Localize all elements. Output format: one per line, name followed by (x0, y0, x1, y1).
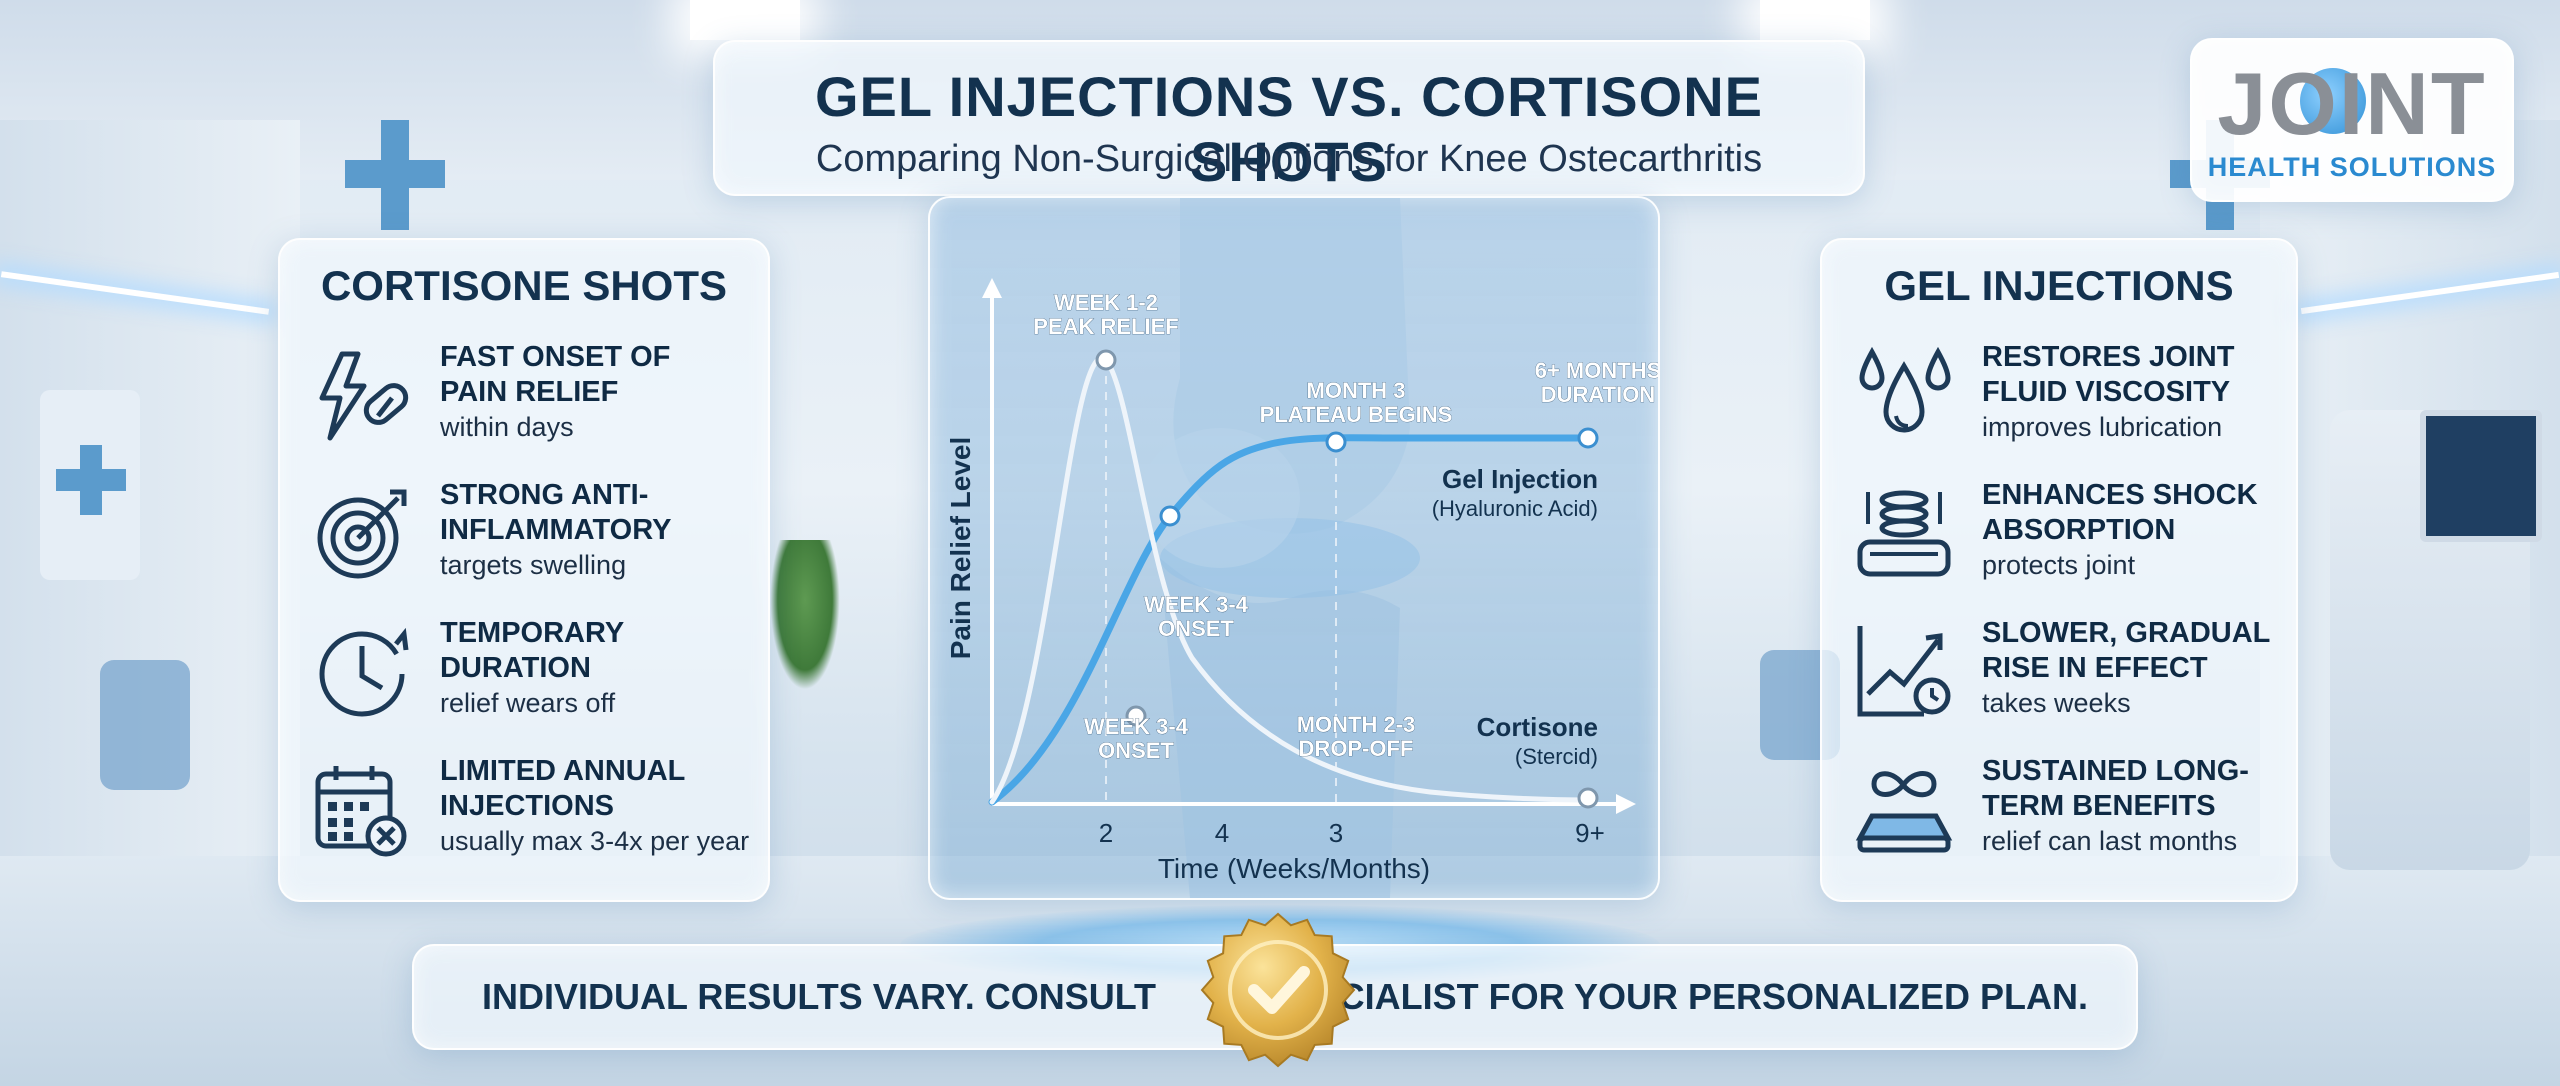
data-point (1159, 505, 1181, 527)
feature-detail: usually max 3-4x per year (440, 826, 750, 856)
feature-heading: TEMPORARY DURATION (440, 617, 625, 684)
data-point (1325, 431, 1347, 453)
gel-feature-gradual: SLOWER, GRADUAL RISE IN EFFECT takes wee… (1854, 616, 2294, 736)
data-point (1125, 705, 1147, 727)
feature-heading: RESTORES JOINT FLUID VISCOSITY (1982, 341, 2235, 408)
feature-detail: relief wears off (440, 688, 616, 718)
gel-feature-shock: ENHANCES SHOCK ABSORPTION protects joint (1854, 478, 2294, 598)
data-point (1577, 787, 1599, 809)
cushion-stack-icon (1857, 490, 1951, 577)
background-plant (770, 540, 840, 690)
x-tick-label: 2 (1099, 818, 1113, 848)
calendar-x-icon (315, 766, 407, 857)
feature-detail: takes weeks (1982, 688, 2131, 718)
page-subtitle: Comparing Non-Surgical Options for Knee … (815, 138, 1763, 180)
data-point (1577, 427, 1599, 449)
brand-logo: JOINT HEALTH SOLUTIONS (2190, 38, 2514, 202)
gel-injection-line (988, 434, 1592, 806)
lightning-pill-icon (319, 351, 409, 441)
wall-cross-sign (40, 390, 140, 580)
feature-detail: relief can last months (1982, 826, 2238, 856)
disclaimer-text-left: INDIVIDUAL RESULTS VARY. CONSULT (482, 976, 1157, 1017)
x-tick-label: 4 (1215, 818, 1229, 848)
clock-icon (319, 627, 409, 717)
cortisone-panel: CORTISONE SHOTS FAST ONSET OF PAIN RELIE… (278, 238, 770, 902)
cortisone-feature-fast-onset: FAST ONSET OF PAIN RELIEF within days (312, 340, 752, 460)
cortisone-feature-temporary: TEMPORARY DURATION relief wears off (312, 616, 752, 736)
feature-detail: protects joint (1982, 550, 2136, 580)
feature-heading: SLOWER, GRADUAL RISE IN EFFECT (1982, 617, 2271, 684)
series-sub-label: (Hyaluronic Acid) (1432, 496, 1598, 521)
y-axis-label: Pain Relief Level (945, 437, 976, 660)
feature-heading: STRONG ANTI- INFLAMMATORY (440, 479, 672, 546)
cortisone-panel-title: CORTISONE SHOTS (320, 262, 728, 309)
feature-detail: targets swelling (440, 550, 627, 580)
knee-xray-illustration (1140, 198, 1420, 898)
feature-detail: within days (440, 412, 574, 442)
logo-tagline: HEALTH SOLUTIONS (2207, 152, 2497, 182)
page-title: GEL INJECTIONS VS. CORTISONE SHOTS (814, 65, 1763, 193)
droplets-icon (1859, 346, 1951, 433)
ceiling-light (1760, 0, 1870, 40)
x-axis-label: Time (Weeks/Months) (1158, 853, 1430, 884)
feature-heading: FAST ONSET OF PAIN RELIEF (440, 341, 671, 408)
x-tick-label: 9+ (1575, 818, 1605, 848)
title-banner: GEL INJECTIONS VS. CORTISONE SHOTS Compa… (713, 40, 1865, 196)
target-icon (317, 489, 407, 579)
chart-points (1095, 349, 1599, 809)
series-name-label: Gel Injection (1442, 464, 1598, 494)
gel-feature-sustained: SUSTAINED LONG- TERM BENEFITS relief can… (1854, 754, 2294, 874)
infinity-cushion-icon (1855, 771, 1953, 853)
waiting-chair (100, 660, 190, 790)
wall-cross-sign (345, 120, 445, 230)
feature-heading: ENHANCES SHOCK ABSORPTION (1982, 479, 2258, 546)
gel-panel: GEL INJECTIONS RESTORES JOINT FLUID VISC… (1820, 238, 2298, 902)
disclaimer-text-right: A SPECIALIST FOR YOUR PERSONALIZED PLAN. (1231, 976, 2088, 1017)
logo-wordmark: JOINT (2217, 54, 2487, 153)
approval-seal-icon (1200, 912, 1356, 1068)
medical-monitor (2420, 410, 2542, 542)
x-tick-label: 3 (1329, 818, 1343, 848)
feature-heading: LIMITED ANNUAL INJECTIONS (440, 755, 686, 822)
knee-logo-icon (2300, 68, 2366, 134)
data-point (1095, 349, 1117, 371)
chart-guides (1105, 360, 1337, 804)
ceiling-light (690, 0, 800, 40)
gel-feature-viscosity: RESTORES JOINT FLUID VISCOSITY improves … (1854, 340, 2294, 460)
chart-axes (982, 278, 1636, 814)
feature-detail: improves lubrication (1982, 412, 2223, 442)
rising-chart-timer-icon (1857, 626, 1951, 717)
cortisone-feature-limited: LIMITED ANNUAL INJECTIONS usually max 3-… (312, 754, 752, 874)
cortisone-feature-anti-inflammatory: STRONG ANTI- INFLAMMATORY targets swelli… (312, 478, 752, 598)
cortisone-line (989, 355, 1591, 805)
gel-panel-title: GEL INJECTIONS (1884, 262, 2234, 309)
chart-series (988, 355, 1592, 806)
series-sub-label: (Stercid) (1515, 744, 1598, 769)
series-name-label: Cortisone (1477, 712, 1598, 742)
feature-heading: SUSTAINED LONG- TERM BENEFITS (1982, 755, 2249, 822)
